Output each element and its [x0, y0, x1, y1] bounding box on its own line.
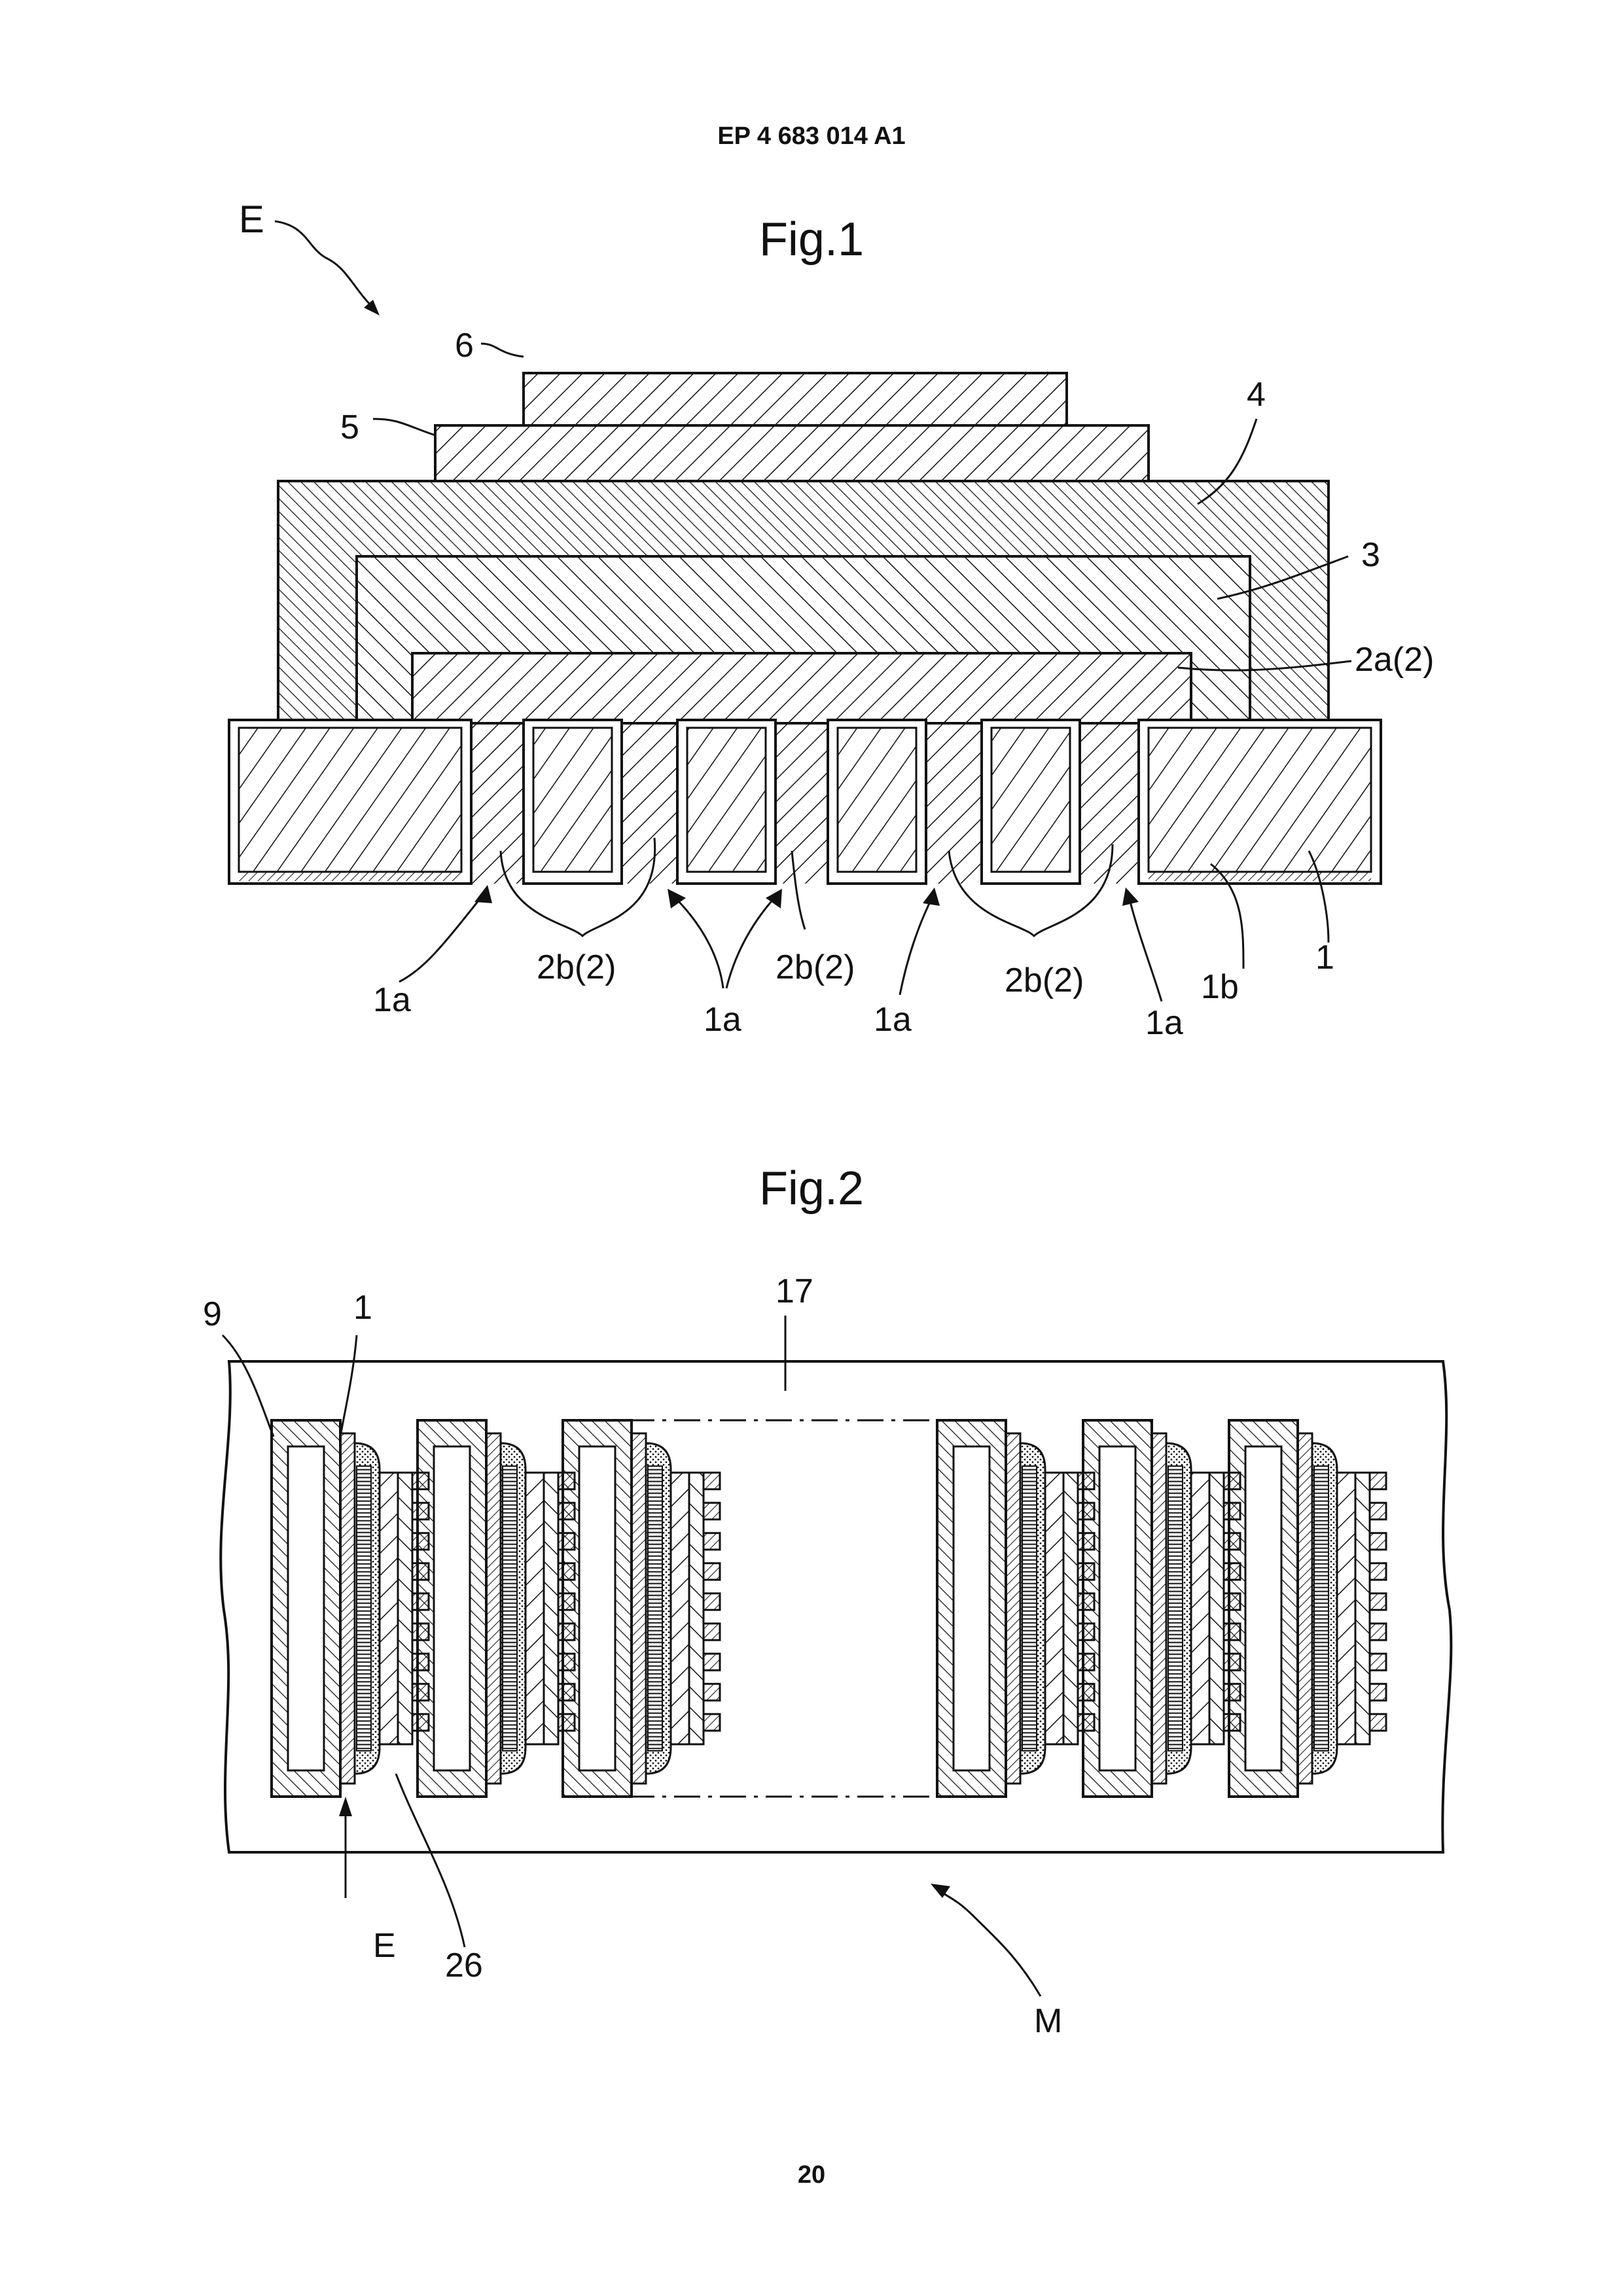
- leader-6: [481, 344, 524, 357]
- cell-6-electrode-b: [1355, 1473, 1370, 1744]
- fig1-label-5: 5: [340, 408, 359, 446]
- substrate-block-3-core: [838, 728, 916, 872]
- leader-5: [373, 419, 435, 435]
- arrow-1a-4: [1129, 897, 1162, 1001]
- substrate-block-right-core: [1149, 728, 1371, 872]
- cell-4-fins: [1022, 1466, 1037, 1751]
- fig1-label-4: 4: [1247, 376, 1266, 414]
- cell-3-case-window: [579, 1446, 615, 1770]
- cell-4-substrate: [1006, 1433, 1020, 1784]
- substrate-band-right: [1149, 872, 1371, 881]
- patent-number: EP 4 683 014 A1: [717, 122, 905, 150]
- fig1-label-1b: 1b: [1201, 968, 1239, 1006]
- fig1-label-2b-2: 2b(2): [776, 948, 855, 986]
- cell-1-case-window: [288, 1446, 324, 1770]
- cell-3-electrode-a: [671, 1473, 689, 1744]
- layer-2a: [412, 653, 1191, 723]
- fig1-arrow-e: [275, 221, 373, 308]
- cell-3-substrate: [632, 1433, 646, 1784]
- cell-5-substrate: [1152, 1433, 1166, 1784]
- substrate-block-left-core: [239, 728, 461, 872]
- cell-5-electrode-b: [1209, 1473, 1224, 1744]
- layer-5: [435, 425, 1149, 481]
- arrow-m: [936, 1888, 1041, 1996]
- cell-1-electrode-b: [398, 1473, 412, 1744]
- fig2-label-26: 26: [445, 1946, 483, 1984]
- substrate-block-2-core: [687, 728, 766, 872]
- arrow-1a-1: [399, 893, 484, 982]
- fig1-label-e: E: [239, 198, 264, 241]
- page-number: 20: [798, 2161, 825, 2189]
- cell-1-electrode-a: [380, 1473, 398, 1744]
- cell-5-electrode-a: [1191, 1473, 1209, 1744]
- cell-2-electrode-b: [544, 1473, 558, 1744]
- substrate-row: [229, 720, 1381, 884]
- cell-3-electrode-b: [689, 1473, 704, 1744]
- fig2-label-9: 9: [203, 1295, 222, 1333]
- fig1-label-6: 6: [455, 327, 474, 365]
- layer-6: [524, 373, 1067, 425]
- cell-6-electrode-a: [1337, 1473, 1355, 1744]
- arrowhead-1a-1: [474, 885, 492, 903]
- arrowhead-1a-3: [923, 888, 940, 906]
- substrate-block-4-core: [991, 728, 1070, 872]
- cell-6-fins: [1314, 1466, 1329, 1751]
- fig1-label-1a-2: 1a: [704, 1001, 741, 1039]
- cell-5-case-window: [1099, 1446, 1135, 1770]
- substrate-band-left: [239, 872, 461, 881]
- cell-4-electrode-b: [1063, 1473, 1078, 1744]
- fig1-label-1a-1: 1a: [373, 981, 411, 1019]
- fig1-label-1: 1: [1315, 939, 1334, 977]
- figure-1: Fig.1 E: [229, 198, 1434, 1042]
- fig2-label-17: 17: [776, 1272, 813, 1310]
- cell-2-electrode-a: [526, 1473, 544, 1744]
- fig2-label-m: M: [1034, 2002, 1062, 2040]
- fig1-title: Fig.1: [759, 213, 864, 266]
- fig2-title: Fig.2: [759, 1162, 864, 1215]
- arrow-1a-3: [900, 897, 933, 995]
- cell-6-case-window: [1245, 1446, 1281, 1770]
- fig2-label-e: E: [373, 1927, 396, 1965]
- cell-2-substrate: [486, 1433, 501, 1784]
- arrow-1a-2b: [726, 897, 776, 988]
- fig1-label-2b-1: 2b(2): [537, 948, 616, 986]
- fig1-label-1a-4: 1a: [1145, 1004, 1183, 1042]
- cell-1-fins: [357, 1466, 371, 1751]
- fig1-label-1a-3: 1a: [874, 1001, 912, 1039]
- cell-4-case-window: [954, 1446, 990, 1770]
- cell-4-electrode-a: [1045, 1473, 1063, 1744]
- cell-1-substrate: [340, 1433, 355, 1784]
- arrow-1a-2a: [674, 897, 723, 988]
- cell-6-substrate: [1298, 1433, 1312, 1784]
- cell-5-fins: [1168, 1466, 1183, 1751]
- fig1-arrowhead-e: [364, 300, 380, 315]
- fig1-label-2b-3: 2b(2): [1005, 961, 1084, 999]
- fig2-label-1: 1: [353, 1289, 372, 1327]
- cell-2-case-window: [434, 1446, 470, 1770]
- fig1-label-3: 3: [1361, 536, 1380, 574]
- fig1-label-2a: 2a(2): [1355, 641, 1434, 679]
- cell-2-fins: [503, 1466, 517, 1751]
- figure-2: Fig.2 9 1 17 E 26 M: [203, 1162, 1451, 2040]
- cell-3-fins: [648, 1466, 662, 1751]
- substrate-block-1-core: [533, 728, 612, 872]
- arrowhead-1a-4: [1122, 888, 1139, 906]
